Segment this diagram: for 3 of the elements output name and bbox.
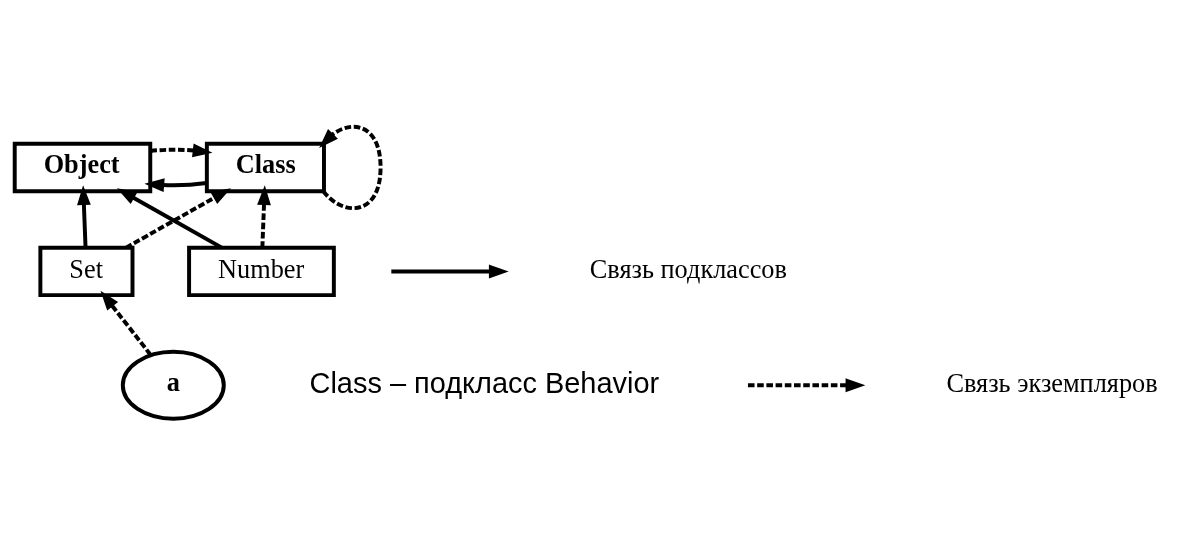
- label: Class – подкласс Behavior: [309, 366, 660, 399]
- legend-label: Связь экземпляров: [946, 368, 1158, 398]
- legend-label: Связь подклассов: [589, 254, 787, 284]
